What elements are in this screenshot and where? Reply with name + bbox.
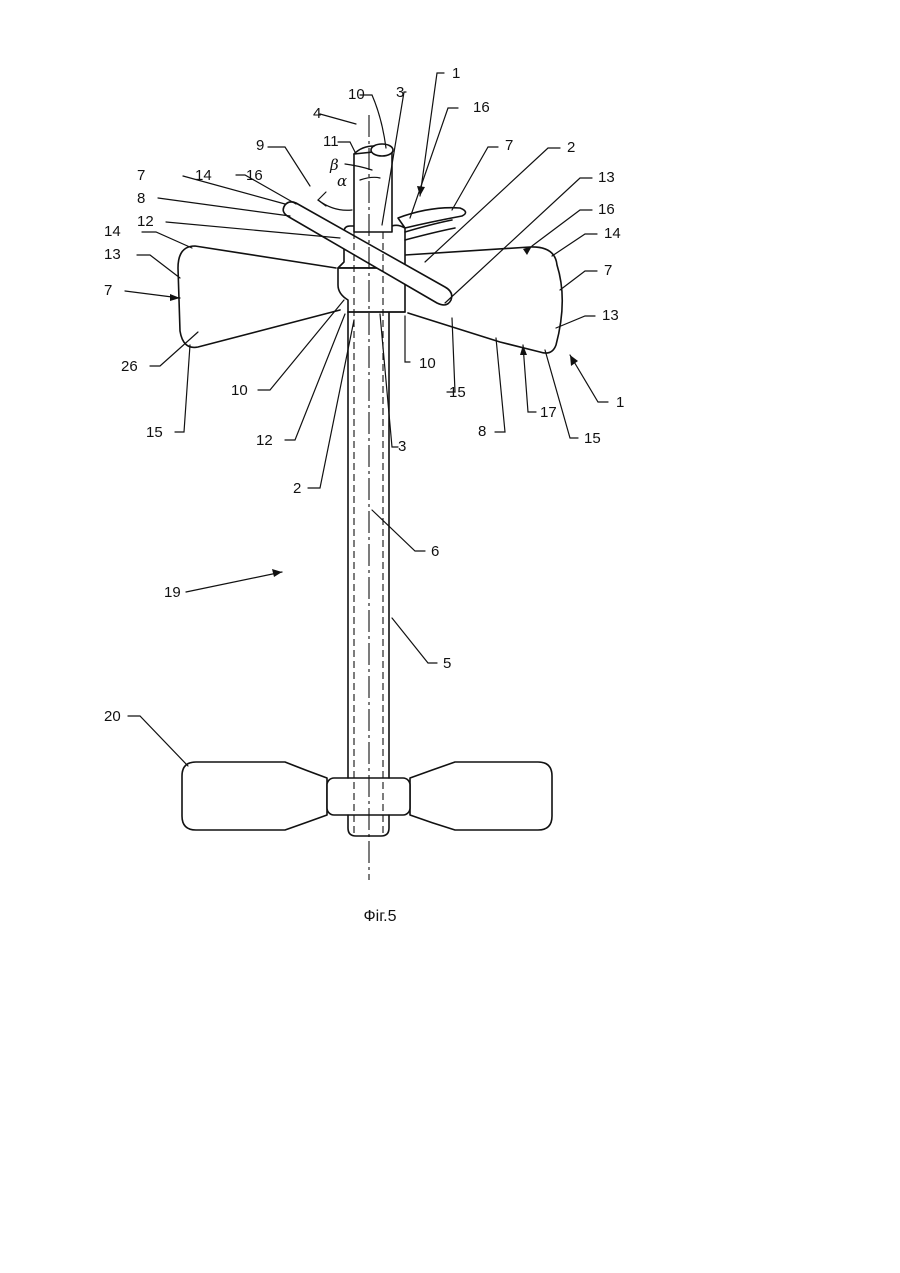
ref-10-right: 10 xyxy=(419,355,436,372)
ref-5: 5 xyxy=(443,655,451,672)
alpha-label: α xyxy=(337,172,347,190)
ref-3-bottom: 3 xyxy=(398,438,406,455)
ref-11-left: 12 xyxy=(137,213,154,230)
ref-10-top: 10 xyxy=(348,86,365,103)
ref-15-mid: 15 xyxy=(449,384,466,401)
ref-7-right: 7 xyxy=(604,262,612,279)
ref-1-right: 1 xyxy=(616,394,624,411)
ref-7-far-left: 7 xyxy=(104,282,112,299)
ref-7-left: 7 xyxy=(137,167,145,184)
ref-15-left: 15 xyxy=(146,424,163,441)
upper-assembly: β α xyxy=(178,115,562,880)
ref-16-left: 16 xyxy=(246,167,263,184)
ref-2-right: 2 xyxy=(567,139,575,156)
ref-9: 9 xyxy=(256,137,264,154)
ref-17: 17 xyxy=(540,404,557,421)
ref-13-right-a: 13 xyxy=(598,169,615,186)
ref-6: 6 xyxy=(431,543,439,560)
ref-14-left-b: 14 xyxy=(104,223,121,240)
ref-14-left-a: 14 xyxy=(195,167,212,184)
ref-20: 20 xyxy=(104,708,121,725)
ref-1-top: 1 xyxy=(452,65,460,82)
ref-14-right: 14 xyxy=(604,225,621,242)
ref-26: 26 xyxy=(121,358,138,375)
figure-caption: Фіг.5 xyxy=(340,908,420,926)
ref-11-top: 11 xyxy=(323,133,339,150)
ref-16-right: 16 xyxy=(598,201,615,218)
ref-8-right: 8 xyxy=(478,423,486,440)
ref-2-bottom: 2 xyxy=(293,480,301,497)
ref-7-top: 7 xyxy=(505,137,513,154)
ref-12: 12 xyxy=(256,432,273,449)
ref-4: 4 xyxy=(313,105,321,122)
ref-15-right: 15 xyxy=(584,430,601,447)
ref-13-left: 13 xyxy=(104,246,121,263)
ref-16-top: 16 xyxy=(473,99,490,116)
ref-8-left: 8 xyxy=(137,190,145,207)
ref-3-top: 3 xyxy=(396,84,404,101)
ref-10-left: 10 xyxy=(231,382,248,399)
lower-bar-assembly xyxy=(182,762,552,836)
ref-19: 19 xyxy=(164,584,181,601)
ref-13-right-b: 13 xyxy=(602,307,619,324)
